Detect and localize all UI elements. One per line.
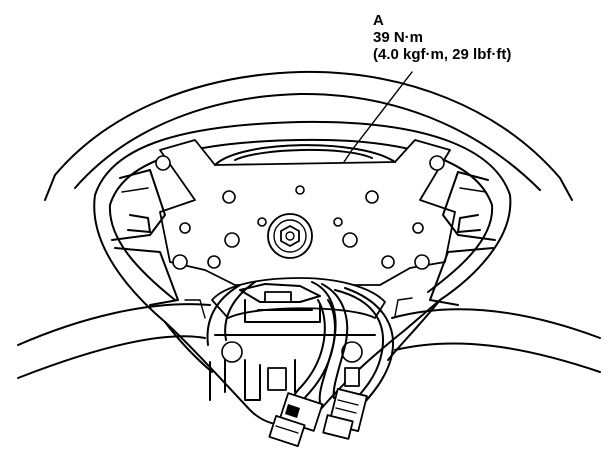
spoke-plate (159, 139, 456, 286)
callout-label: A (373, 12, 384, 29)
left-spoke (111, 169, 179, 306)
cable-reel (209, 277, 386, 401)
callout-torque-nm: 39 N·m (373, 29, 424, 46)
torque-callout: A 39 N·m (4.0 kgf·m, 29 lbf·ft) (373, 12, 511, 63)
connector-left (268, 392, 324, 447)
wire-harness (206, 281, 394, 416)
mounting-holes (155, 155, 445, 270)
lower-shroud (164, 297, 441, 373)
wheel-rim (17, 70, 601, 379)
connector-right (322, 388, 368, 440)
bolt-a (267, 213, 313, 259)
right-spoke (429, 171, 496, 306)
callout-torque-alt: (4.0 kgf·m, 29 lbf·ft) (373, 46, 512, 63)
